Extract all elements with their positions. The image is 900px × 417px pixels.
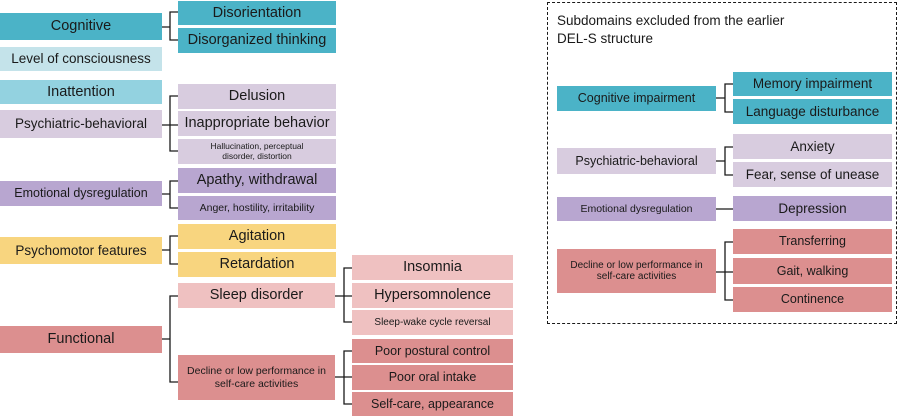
anxiety: Anxiety [733, 134, 892, 159]
sleep-disorder: Sleep disorder [178, 283, 335, 308]
connector-sleep-disorder [335, 267, 352, 323]
functional-domain: Functional [0, 326, 162, 353]
excluded-psychiatric-behavioral: Psychiatric-behavioral [557, 148, 716, 174]
connector-emotional-dysregulation [162, 180, 178, 209]
excluded-cognitive-impairment: Cognitive impairment [557, 86, 716, 111]
excluded-subdomains-panel [547, 2, 897, 324]
level-of-consciousness-domain: Level of consciousness [0, 47, 162, 71]
language-disturbance: Language disturbance [733, 99, 892, 124]
connector-psychomotor [162, 235, 178, 265]
insomnia: Insomnia [352, 255, 513, 280]
hallucination: Hallucination, perceptual disorder, dist… [178, 139, 336, 164]
psychiatric-behavioral-domain: Psychiatric-behavioral [0, 110, 162, 138]
disorganized-thinking: Disorganized thinking [178, 28, 336, 53]
agitation: Agitation [178, 224, 336, 249]
hypersomnolence: Hypersomnolence [352, 283, 513, 308]
connector-excluded-self-care [716, 241, 733, 301]
retardation: Retardation [178, 252, 336, 277]
memory-impairment: Memory impairment [733, 72, 892, 96]
connector-self-care [335, 350, 352, 405]
excluded-panel-title: Subdomains excluded from the earlier DEL… [557, 13, 785, 46]
continence: Continence [733, 287, 892, 312]
cognitive-domain: Cognitive [0, 13, 162, 40]
self-care-decline: Decline or low performance in self-care … [178, 355, 335, 400]
connector-functional [162, 295, 178, 383]
anger-hostility-irritability: Anger, hostility, irritability [178, 196, 336, 220]
inappropriate-behavior: Inappropriate behavior [178, 111, 336, 136]
apathy-withdrawal: Apathy, withdrawal [178, 168, 336, 193]
connector-psychiatric-behavioral [162, 95, 178, 152]
connector-excluded-psychiatric [716, 146, 733, 176]
disorientation: Disorientation [178, 1, 336, 25]
emotional-dysregulation-domain: Emotional dysregulation [0, 181, 162, 206]
connector-cognitive [162, 11, 178, 41]
sleep-wake-cycle-reversal: Sleep-wake cycle reversal [352, 310, 513, 335]
psychomotor-features-domain: Psychomotor features [0, 237, 162, 264]
poor-oral-intake: Poor oral intake [352, 365, 513, 390]
depression: Depression [733, 196, 892, 221]
self-care-appearance: Self-care, appearance [352, 392, 513, 416]
fear-sense-of-unease: Fear, sense of unease [733, 162, 892, 187]
gait-walking: Gait, walking [733, 258, 892, 284]
transferring: Transferring [733, 229, 892, 254]
delusion: Delusion [178, 84, 336, 109]
connector-excluded-cognitive [716, 83, 733, 113]
excluded-self-care-decline: Decline or low performance in self-care … [557, 249, 716, 293]
excluded-emotional-dysregulation: Emotional dysregulation [557, 197, 716, 221]
poor-postural-control: Poor postural control [352, 339, 513, 363]
inattention-domain: Inattention [0, 80, 162, 104]
